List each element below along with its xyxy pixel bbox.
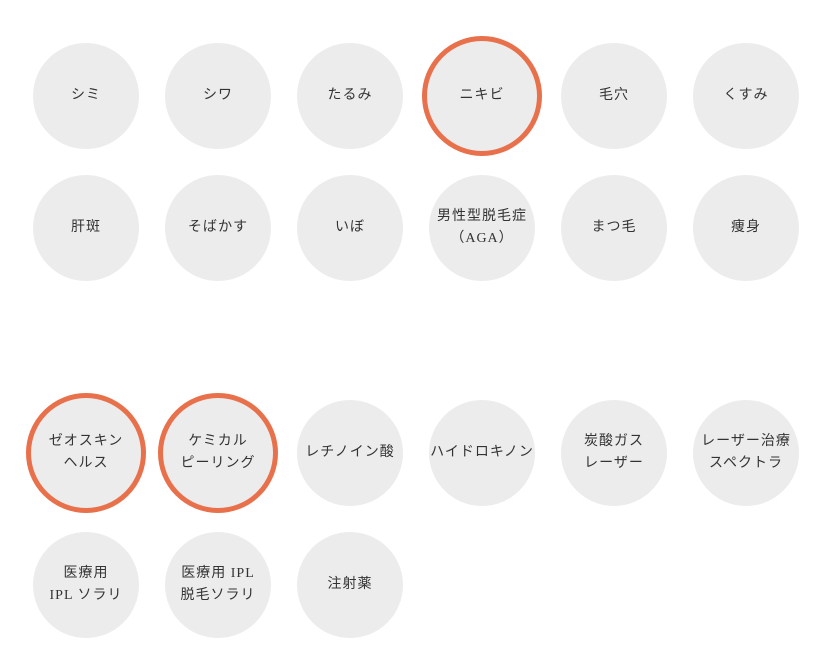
cell-treatment-0: ゼオスキン ヘルス bbox=[26, 393, 146, 513]
category-circle-aga[interactable]: 男性型脱毛症 （AGA） bbox=[429, 175, 535, 281]
cell-concern-5: くすみ bbox=[693, 43, 799, 149]
cell-concern-0: シミ bbox=[33, 43, 139, 149]
cell-concern-7: そばかす bbox=[165, 175, 271, 281]
category-circle-kusumi[interactable]: くすみ bbox=[693, 43, 799, 149]
category-label: 医療用 IPL ソラリ bbox=[49, 566, 123, 603]
category-circle-shiwa[interactable]: シワ bbox=[165, 43, 271, 149]
category-label: たるみ bbox=[327, 88, 373, 104]
category-label: シワ bbox=[203, 88, 233, 104]
cell-concern-2: たるみ bbox=[297, 43, 403, 149]
cell-treatment-3: ハイドロキノン bbox=[429, 400, 535, 506]
category-label: 痩身 bbox=[731, 220, 761, 236]
concerns-grid: シミ シワ たるみ ニキビ 毛穴 くすみ bbox=[33, 36, 830, 281]
cell-concern-6: 肝斑 bbox=[33, 175, 139, 281]
category-label: レーザー治療 スペクトラ bbox=[701, 434, 791, 471]
cell-treatment-8: 注射薬 bbox=[297, 532, 403, 638]
cell-concern-4: 毛穴 bbox=[561, 43, 667, 149]
cell-concern-3: ニキビ bbox=[422, 36, 542, 156]
category-label: くすみ bbox=[723, 88, 769, 104]
cell-concern-9: 男性型脱毛症 （AGA） bbox=[429, 175, 535, 281]
category-label: 医療用 IPL 脱毛ソラリ bbox=[180, 566, 256, 603]
category-label: そばかす bbox=[187, 220, 249, 236]
category-label: 男性型脱毛症 （AGA） bbox=[437, 209, 527, 246]
category-circle-spectra-laser[interactable]: レーザー治療 スペクトラ bbox=[693, 400, 799, 506]
category-label: シミ bbox=[71, 88, 101, 104]
category-circle-nikibi-selected[interactable]: ニキビ bbox=[422, 36, 542, 156]
cell-treatment-2: レチノイン酸 bbox=[297, 400, 403, 506]
category-circle-kanpan[interactable]: 肝斑 bbox=[33, 175, 139, 281]
category-circle-tarumi[interactable]: たるみ bbox=[297, 43, 403, 149]
cell-treatment-1: ケミカル ピーリング bbox=[158, 393, 278, 513]
category-circle-shimi[interactable]: シミ bbox=[33, 43, 139, 149]
category-label: 肝斑 bbox=[71, 220, 101, 236]
category-circle-zeoskin-selected[interactable]: ゼオスキン ヘルス bbox=[26, 393, 146, 513]
category-circle-hydroquinone[interactable]: ハイドロキノン bbox=[429, 400, 535, 506]
category-label: ゼオスキン ヘルス bbox=[48, 434, 124, 471]
cell-concern-8: いぼ bbox=[297, 175, 403, 281]
category-circle-ibo[interactable]: いぼ bbox=[297, 175, 403, 281]
category-circle-co2-laser[interactable]: 炭酸ガス レーザー bbox=[561, 400, 667, 506]
category-label: 炭酸ガス レーザー bbox=[584, 434, 644, 471]
cell-concern-1: シワ bbox=[165, 43, 271, 149]
cell-treatment-5: レーザー治療 スペクトラ bbox=[693, 400, 799, 506]
category-circle-retinoin[interactable]: レチノイン酸 bbox=[297, 400, 403, 506]
category-label: レチノイン酸 bbox=[305, 445, 395, 461]
category-label: ケミカル ピーリング bbox=[180, 434, 256, 471]
cell-treatment-7: 医療用 IPL 脱毛ソラリ bbox=[165, 532, 271, 638]
category-circle-keana[interactable]: 毛穴 bbox=[561, 43, 667, 149]
category-label: ニキビ bbox=[459, 88, 505, 104]
category-circle-ipl-solari[interactable]: 医療用 IPL ソラリ bbox=[33, 532, 139, 638]
cell-concern-10: まつ毛 bbox=[561, 175, 667, 281]
category-circle-ipl-datsumou-solari[interactable]: 医療用 IPL 脱毛ソラリ bbox=[165, 532, 271, 638]
category-circle-chuushayaku[interactable]: 注射薬 bbox=[297, 532, 403, 638]
cell-treatment-6: 医療用 IPL ソラリ bbox=[33, 532, 139, 638]
cell-concern-11: 痩身 bbox=[693, 175, 799, 281]
category-circle-matsuge[interactable]: まつ毛 bbox=[561, 175, 667, 281]
category-label: まつ毛 bbox=[591, 220, 637, 236]
cell-treatment-4: 炭酸ガス レーザー bbox=[561, 400, 667, 506]
category-label: 注射薬 bbox=[327, 577, 373, 593]
category-label: ハイドロキノン bbox=[430, 445, 534, 461]
treatments-grid: ゼオスキン ヘルス ケミカル ピーリング レチノイン酸 ハイドロキノン 炭酸ガス… bbox=[26, 393, 830, 638]
category-circle-chemical-peeling-selected[interactable]: ケミカル ピーリング bbox=[158, 393, 278, 513]
category-label: 毛穴 bbox=[599, 88, 629, 104]
category-circle-soushin[interactable]: 痩身 bbox=[693, 175, 799, 281]
category-label: いぼ bbox=[335, 220, 365, 236]
category-circle-sobakasu[interactable]: そばかす bbox=[165, 175, 271, 281]
